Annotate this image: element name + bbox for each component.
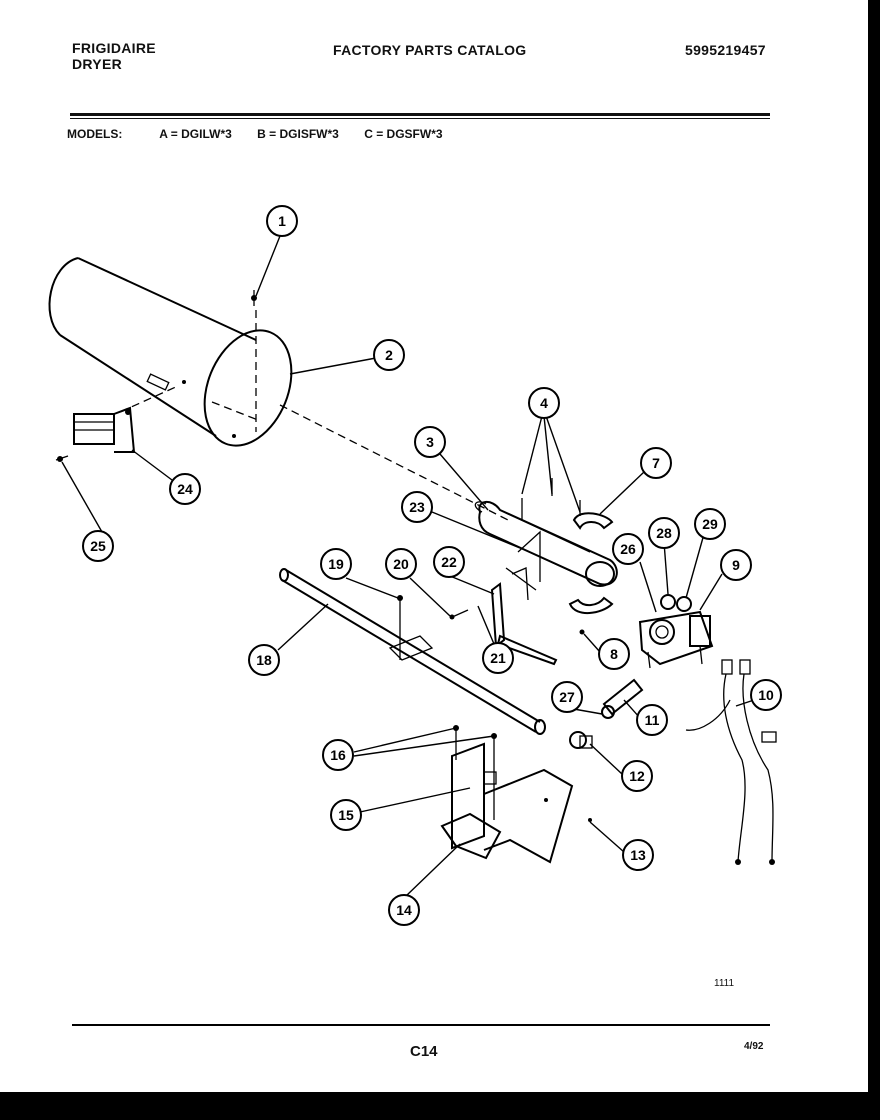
- product-name: DRYER: [72, 56, 122, 72]
- diagram-code: 1111: [714, 978, 735, 989]
- leader-lines: [61, 235, 761, 897]
- callout-16: 16: [322, 739, 354, 771]
- callout-23: 23: [401, 491, 433, 523]
- svg-text:4: 4: [540, 395, 548, 411]
- model-a: A = DGILW*3: [159, 127, 232, 141]
- callout-19: 19: [320, 548, 352, 580]
- model-b: B = DGISFW*3: [257, 127, 339, 141]
- igniter-part: [449, 567, 558, 666]
- svg-text:22: 22: [441, 554, 457, 570]
- catalog-number: 5995219457: [685, 42, 766, 58]
- svg-text:8: 8: [610, 646, 618, 662]
- flame-sensor-part: [55, 385, 179, 462]
- catalog-sheet: FRIGIDAIRE DRYER FACTORY PARTS CATALOG 5…: [0, 0, 868, 1092]
- svg-text:1: 1: [278, 213, 286, 229]
- svg-text:11: 11: [645, 712, 660, 728]
- svg-text:24: 24: [177, 481, 193, 497]
- svg-text:14: 14: [396, 902, 412, 918]
- svg-text:16: 16: [330, 747, 346, 763]
- exploded-parts-diagram: 1 2 3 4 7 8 9 10 11 12 13 14 15 16 18 19…: [48, 205, 782, 1026]
- callout-14: 14: [388, 894, 420, 926]
- model-c: C = DGSFW*3: [364, 127, 443, 141]
- callout-25: 25: [82, 530, 114, 562]
- callout-1: 1: [266, 205, 298, 237]
- orifice-part: [569, 678, 644, 749]
- callout-24: 24: [169, 473, 201, 505]
- svg-text:19: 19: [328, 556, 344, 572]
- wire-harness-part: [685, 659, 777, 865]
- brand-name: FRIGIDAIRE: [72, 40, 156, 56]
- svg-text:26: 26: [620, 541, 636, 557]
- page-code: C14: [410, 1043, 438, 1060]
- svg-text:28: 28: [656, 525, 672, 541]
- callout-28: 28: [648, 517, 680, 549]
- brand-block: FRIGIDAIRE DRYER: [72, 40, 156, 72]
- callout-3: 3: [414, 426, 446, 458]
- page-title: FACTORY PARTS CATALOG: [333, 42, 527, 58]
- models-line: MODELS: A = DGILW*3 B = DGISFW*3 C = DGS…: [67, 127, 465, 141]
- assembly-centerline: [279, 404, 509, 521]
- svg-text:27: 27: [559, 689, 575, 705]
- header-rule-thin: [70, 118, 770, 119]
- gas-valve-part: [638, 594, 714, 669]
- callout-7: 7: [640, 447, 672, 479]
- callout-4: 4: [528, 387, 560, 419]
- callout-20: 20: [385, 548, 417, 580]
- callout-13: 13: [622, 839, 654, 871]
- svg-text:20: 20: [393, 556, 409, 572]
- callout-10: 10: [750, 679, 782, 711]
- svg-text:2: 2: [385, 347, 393, 363]
- svg-text:23: 23: [409, 499, 425, 515]
- callout-12: 12: [621, 760, 653, 792]
- models-label: MODELS:: [67, 127, 123, 141]
- burner-bracket-part: [440, 725, 592, 864]
- callout-22: 22: [433, 546, 465, 578]
- callout-11: 11: [636, 704, 668, 736]
- svg-text:21: 21: [490, 650, 506, 666]
- drum-part: [48, 257, 293, 447]
- svg-text:10: 10: [758, 687, 774, 703]
- svg-text:29: 29: [702, 516, 718, 532]
- callout-18: 18: [248, 644, 280, 676]
- date-code: 4/92: [744, 1041, 764, 1052]
- svg-text:25: 25: [90, 538, 106, 554]
- manifold-pipe-part: [279, 568, 546, 735]
- callout-15: 15: [330, 799, 362, 831]
- svg-text:13: 13: [630, 847, 646, 863]
- callout-9: 9: [720, 549, 752, 581]
- callout-21: 21: [482, 642, 514, 674]
- callout-2: 2: [373, 339, 405, 371]
- callout-8: 8: [598, 638, 630, 670]
- svg-text:15: 15: [338, 807, 354, 823]
- svg-text:7: 7: [652, 455, 660, 471]
- callout-26: 26: [612, 533, 644, 565]
- callout-27: 27: [551, 681, 583, 713]
- header-rule-thick: [70, 113, 770, 116]
- svg-text:3: 3: [426, 434, 434, 450]
- callout-29: 29: [694, 508, 726, 540]
- svg-text:12: 12: [629, 768, 645, 784]
- burner-assembly: [474, 478, 618, 635]
- screw-part: [251, 290, 257, 306]
- svg-text:9: 9: [732, 557, 740, 573]
- svg-text:18: 18: [256, 652, 272, 668]
